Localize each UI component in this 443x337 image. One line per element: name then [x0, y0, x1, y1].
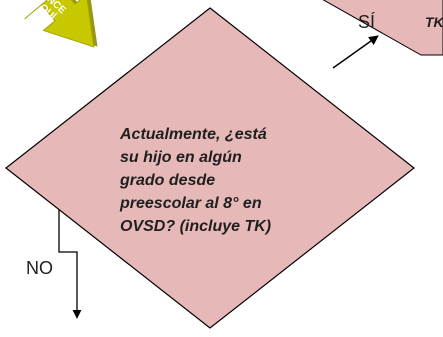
decision-question-line: preescolar al 8° en — [120, 195, 262, 212]
decision-question: Actualmente, ¿está su hijo en algún grad… — [120, 123, 300, 238]
next-step-text: TK — [425, 14, 443, 30]
no-label: NO — [26, 258, 53, 278]
decision-question-line: Actualmente, ¿está — [120, 126, 267, 143]
decision-question-line: su hijo en algún — [120, 149, 242, 166]
next-step-box — [322, 0, 443, 56]
decision-question-line: OVSD? (incluye TK) — [120, 218, 272, 235]
start-arrow-badge — [24, 0, 98, 48]
decision-diamond — [5, 7, 415, 329]
yes-connector-arrow — [332, 35, 379, 69]
no-connector-line — [58, 210, 82, 319]
decision-question-line: grado desde — [120, 172, 216, 189]
yes-label: SÍ — [358, 12, 376, 32]
